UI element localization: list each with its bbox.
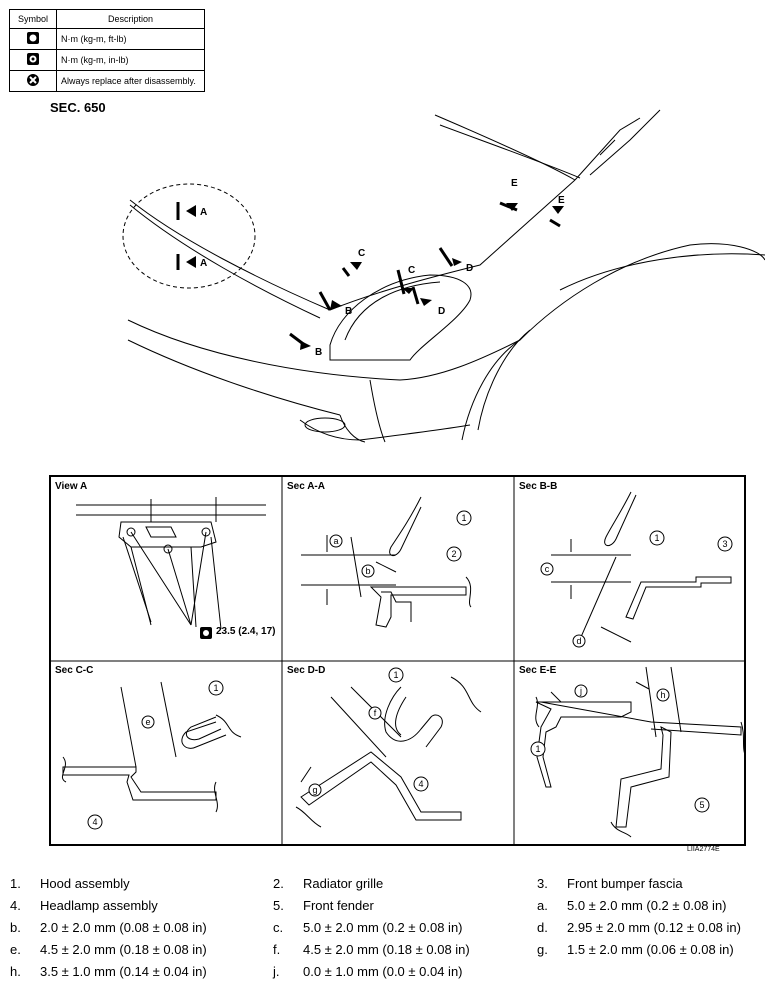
panel-title-view-a: View A	[55, 481, 88, 492]
legend-key: a.	[537, 898, 548, 913]
callout-g: g	[312, 785, 317, 795]
legend-text: 5.0 ± 2.0 mm (0.2 ± 0.08 in)	[567, 898, 727, 913]
legend-key: j.	[273, 964, 280, 979]
legend-key: 3.	[537, 876, 548, 891]
legend-text: 1.5 ± 2.0 mm (0.06 ± 0.08 in)	[567, 942, 734, 957]
callout-1-bb: 1	[654, 533, 659, 543]
arrow-label-c1: C	[358, 248, 365, 259]
legend-key: 5.	[273, 898, 284, 913]
callout-d: d	[576, 636, 581, 646]
callout-4-cc: 4	[92, 817, 97, 827]
figure-code: LIIA2774E	[687, 846, 720, 853]
panel-title-sec-ee: Sec E-E	[519, 665, 557, 676]
torque-in-lb-icon	[27, 53, 39, 65]
legend-text: Front fender	[303, 898, 374, 913]
legend-key: 1.	[10, 876, 21, 891]
panel-title-sec-aa: Sec A-A	[287, 481, 325, 492]
legend-text: Front bumper fascia	[567, 876, 683, 891]
arrow-label-a1: A	[200, 207, 207, 218]
arrow-label-e2: E	[558, 195, 565, 206]
legend-key: e.	[10, 942, 21, 957]
callout-a: a	[333, 536, 338, 546]
callout-c: c	[545, 564, 550, 574]
legend-text: 5.0 ± 2.0 mm (0.2 ± 0.08 in)	[303, 920, 463, 935]
callout-3-bb: 3	[722, 539, 727, 549]
callout-4-dd: 4	[418, 779, 423, 789]
callout-h: h	[660, 690, 665, 700]
legend-key: c.	[273, 920, 284, 935]
callout-1-ee: 1	[535, 744, 540, 754]
section-grid: 1 2 1 3 1 4 1 4 1 5 a b c d e f g h j Vi…	[49, 475, 746, 846]
legend-text: Hood assembly	[40, 876, 130, 891]
legend-text: 4.5 ± 2.0 mm (0.18 ± 0.08 in)	[40, 942, 207, 957]
callout-5-ee: 5	[699, 800, 704, 810]
legend-key: f.	[273, 942, 281, 957]
legend-text: Radiator grille	[303, 876, 384, 891]
legend-key: h.	[10, 964, 21, 979]
panel-title-sec-dd: Sec D-D	[287, 665, 326, 676]
callout-e: e	[145, 717, 150, 727]
callout-j: j	[579, 686, 582, 696]
replace-icon	[27, 74, 39, 86]
legend-text: 2.95 ± 2.0 mm (0.12 ± 0.08 in)	[567, 920, 741, 935]
legend-text: 3.5 ± 1.0 mm (0.14 ± 0.04 in)	[40, 964, 207, 979]
callout-f: f	[374, 708, 377, 718]
legend-text: Headlamp assembly	[40, 898, 158, 913]
callout-1-dd: 1	[393, 670, 398, 680]
callout-2-aa: 2	[451, 549, 456, 559]
legend-key: d.	[537, 920, 548, 935]
torque-icon	[200, 627, 212, 639]
legend-text: 0.0 ± 1.0 mm (0.0 ± 0.04 in)	[303, 964, 463, 979]
arrow-label-d2: D	[466, 263, 473, 274]
legend-key: 2.	[273, 876, 284, 891]
callout-1-cc: 1	[213, 683, 218, 693]
panel-title-sec-cc: Sec C-C	[55, 665, 94, 676]
arrow-label-c2: C	[408, 265, 415, 276]
hood-illustration: A A B B C C D D E E	[122, 109, 765, 443]
panel-title-sec-bb: Sec B-B	[519, 481, 558, 492]
arrow-label-e1: E	[511, 178, 518, 189]
symbol-desc-3: Always replace after disassembly.	[56, 70, 205, 92]
arrow-label-d1: D	[438, 306, 445, 317]
torque-ft-lb-icon	[27, 32, 39, 44]
legend-text: 4.5 ± 2.0 mm (0.18 ± 0.08 in)	[303, 942, 470, 957]
torque-value: 23.5 (2.4, 17)	[216, 626, 276, 637]
arrow-label-a2: A	[200, 258, 207, 269]
legend-key: b.	[10, 920, 21, 935]
legend-key: g.	[537, 942, 548, 957]
symbol-table: Symbol Description N·m (kg-m, ft-lb) N·m…	[9, 9, 205, 92]
legend-key: 4.	[10, 898, 21, 913]
arrow-label-b1: B	[345, 306, 352, 317]
section-label: SEC. 650	[50, 100, 106, 115]
callout-b: b	[365, 566, 370, 576]
arrow-label-b2: B	[315, 347, 322, 358]
legend-text: 2.0 ± 2.0 mm (0.08 ± 0.08 in)	[40, 920, 207, 935]
callout-1-aa: 1	[461, 513, 466, 523]
